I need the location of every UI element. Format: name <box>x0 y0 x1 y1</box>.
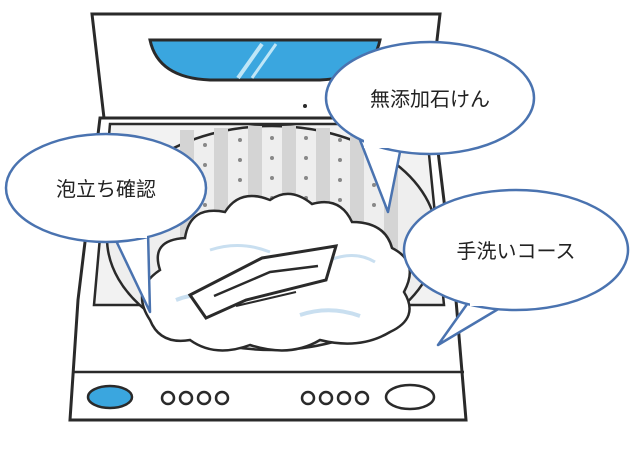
control-panel <box>72 370 464 411</box>
control-button-6[interactable] <box>318 390 334 406</box>
bubble-foam-text: 泡立ち確認 <box>56 177 156 201</box>
bubble-soap: 無添加石けん <box>324 40 536 214</box>
control-button-8[interactable] <box>354 390 370 406</box>
control-button-2[interactable] <box>178 390 194 406</box>
bubble-course: 手洗いコース <box>402 188 630 347</box>
control-button-1[interactable] <box>160 390 176 406</box>
bubble-soap-text: 無添加石けん <box>370 87 490 111</box>
bubble-course-text: 手洗いコース <box>457 239 576 263</box>
start-button[interactable] <box>384 383 436 411</box>
bubble-foam: 泡立ち確認 <box>4 132 208 314</box>
garment-icon <box>187 244 339 320</box>
power-button[interactable] <box>86 384 134 410</box>
control-button-7[interactable] <box>336 390 352 406</box>
control-button-4[interactable] <box>214 390 230 406</box>
control-button-3[interactable] <box>196 390 212 406</box>
control-button-5[interactable] <box>300 390 316 406</box>
